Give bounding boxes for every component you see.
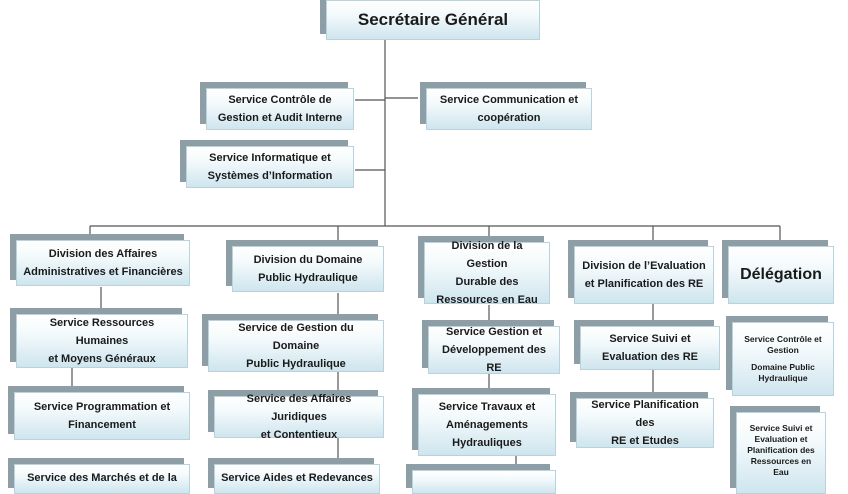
division-affaires-administratives-box[interactable]: Division des Affaires Administratives et… bbox=[16, 240, 190, 286]
service-aides-redevances-box[interactable]: Service Aides et Redevances bbox=[214, 464, 380, 494]
division-domaine-public-box[interactable]: Division du Domaine Public Hydraulique bbox=[232, 246, 384, 292]
division-evaluation-planification-box[interactable]: Division de l’Evaluation et Planificatio… bbox=[574, 246, 714, 304]
service-gestion-developpement-box[interactable]: Service Gestion et Développement des RE bbox=[428, 326, 560, 374]
division-gestion-durable-box[interactable]: Division de la Gestion Durable des Resso… bbox=[424, 240, 550, 306]
service-ressources-humaines-box[interactable]: Service Ressources Humaines et Moyens Gé… bbox=[16, 314, 188, 368]
service-communication-box[interactable]: Service Communication et coopération bbox=[426, 88, 592, 130]
service-controle-audit-box[interactable]: Service Contrôle de Gestion et Audit Int… bbox=[206, 88, 354, 130]
service-division3-cutoff-box[interactable] bbox=[412, 470, 556, 494]
service-marches-box[interactable]: Service des Marchés et de la bbox=[14, 464, 190, 494]
delegation-box[interactable]: Délégation bbox=[728, 246, 834, 304]
service-gestion-domaine-box[interactable]: Service de Gestion du Domaine Public Hyd… bbox=[208, 320, 384, 372]
service-planification-etudes-box[interactable]: Service Planification des RE et Etudes bbox=[576, 398, 714, 448]
connector-lines bbox=[71, 40, 781, 466]
service-informatique-box[interactable]: Service Informatique et Systèmes d’Infor… bbox=[186, 146, 354, 188]
delegation-service-controle-box[interactable]: Service Contrôle et Gestion Domaine Publ… bbox=[732, 322, 834, 396]
delegation-service-controle-title: Service Contrôle et Gestion bbox=[744, 334, 822, 355]
delegation-service-suivi-box[interactable]: Service Suivi et Evaluation et Planifica… bbox=[736, 412, 826, 494]
secretary-general-box[interactable]: Secrétaire Général bbox=[326, 0, 540, 40]
service-travaux-amenagements-box[interactable]: Service Travaux et Aménagements Hydrauli… bbox=[418, 394, 556, 456]
service-programmation-box[interactable]: Service Programmation et Financement bbox=[14, 392, 190, 440]
delegation-service-controle-domain: Domaine Public Hydraulique bbox=[751, 362, 815, 383]
service-suivi-evaluation-box[interactable]: Service Suivi et Evaluation des RE bbox=[580, 326, 720, 370]
service-affaires-juridiques-box[interactable]: Service des Affaires Juridiques et Conte… bbox=[214, 393, 384, 441]
